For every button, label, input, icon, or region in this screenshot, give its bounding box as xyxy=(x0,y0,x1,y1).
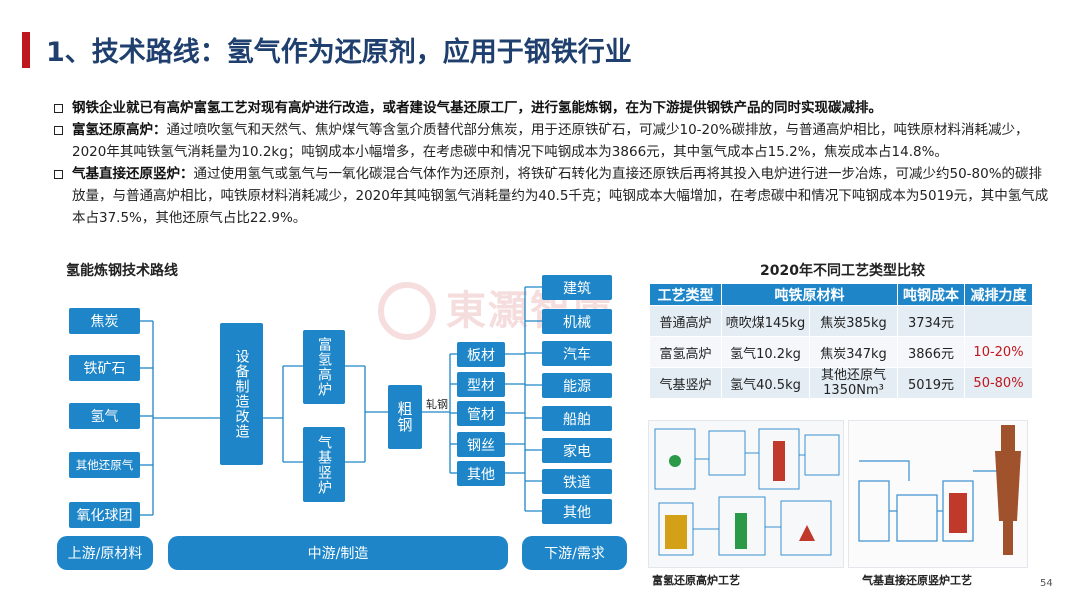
hydrogen-rich-blast-furnace-box: 富氢高炉 xyxy=(303,330,345,404)
demand-appliances: 家电 xyxy=(542,438,612,463)
midstream-stage-bar: 中游/制造 xyxy=(168,536,508,570)
bullet-text: 通过喷吹氢气和天然气、焦炉煤气等含氢介质替代部分焦炭，用于还原铁矿石，可减少10… xyxy=(72,122,1029,160)
bullet-text: 通过使用氢气或氢气与一氧化碳混合气体作为还原剂，将铁矿石转化为直接还原铁后再将其… xyxy=(72,166,1049,226)
shaft-furnace-schematic-icon xyxy=(858,425,1021,555)
table-cell: 5019元 xyxy=(897,367,965,399)
product-plate: 板材 xyxy=(457,342,505,367)
raw-material-hydrogen: 氢气 xyxy=(69,403,140,429)
square-bullet-icon xyxy=(54,126,63,135)
table-header: 吨钢成本 xyxy=(897,283,965,306)
table-cell: 焦炭385kg xyxy=(809,305,898,337)
gas-based-shaft-furnace-process-image xyxy=(848,420,1028,568)
table-row: 普通高炉 喷吹煤145kg 焦炭385kg 3734元 xyxy=(649,305,1033,337)
process-schematic-icon xyxy=(654,428,840,556)
raw-material-coke: 焦炭 xyxy=(69,308,140,334)
product-other: 其他 xyxy=(457,461,505,486)
table-cell: 喷吹煤145kg xyxy=(721,305,810,337)
table-cell: 3734元 xyxy=(897,305,965,337)
table-cell: 氢气40.5kg xyxy=(721,367,810,399)
demand-railway: 铁道 xyxy=(542,469,612,494)
product-section: 型材 xyxy=(457,372,505,397)
raw-material-iron-ore: 铁矿石 xyxy=(69,355,140,381)
demand-energy: 能源 xyxy=(542,373,612,398)
demand-automobile: 汽车 xyxy=(542,341,612,366)
table-cell: 富氢高炉 xyxy=(649,336,722,368)
table-cell: 焦炭347kg xyxy=(809,336,898,368)
square-bullet-icon xyxy=(54,104,63,113)
table-cell: 50-80% xyxy=(964,367,1033,399)
table-header: 吨铁原材料 xyxy=(721,283,898,306)
watermark-logo-icon xyxy=(378,282,436,340)
product-wire: 钢丝 xyxy=(457,432,505,457)
table-cell: 3866元 xyxy=(897,336,965,368)
square-bullet-icon xyxy=(54,170,63,179)
demand-shipbuilding: 船舶 xyxy=(542,406,612,431)
bullet-item: 钢铁企业就已有高炉富氢工艺对现有高炉进行改造，或者建设气基还原工厂，进行氢能炼钢… xyxy=(54,97,1054,119)
equipment-manufacturing-box: 设备制造改造 xyxy=(220,323,263,465)
table-cell: 其他还原气1350Nm³ xyxy=(809,367,898,399)
bullet-item: 富氢还原高炉：通过喷吹氢气和天然气、焦炉煤气等含氢介质替代部分焦炭，用于还原铁矿… xyxy=(54,119,1054,163)
hydrogen-rich-blast-furnace-process-image xyxy=(648,420,844,568)
table-cell xyxy=(964,305,1033,337)
raw-material-other-reducing-gas: 其他还原气 xyxy=(69,452,140,478)
table-header: 减排力度 xyxy=(964,283,1033,306)
process-comparison-table: 工艺类型 吨铁原材料 吨钢成本 减排力度 普通高炉 喷吹煤145kg 焦炭385… xyxy=(649,283,1033,399)
gas-based-shaft-furnace-box: 气基竖炉 xyxy=(303,427,345,502)
page-number: 54 xyxy=(1040,578,1053,589)
image-caption-shaft-furnace: 气基直接还原竖炉工艺 xyxy=(862,574,972,587)
diagram-title: 氢能炼钢技术路线 xyxy=(66,263,178,279)
table-cell: 氢气10.2kg xyxy=(721,336,810,368)
bullet-item: 气基直接还原竖炉：通过使用氢气或氢气与一氧化碳混合气体作为还原剂，将铁矿石转化为… xyxy=(54,163,1054,229)
crude-steel-box: 粗钢 xyxy=(388,385,422,449)
demand-machinery: 机械 xyxy=(542,309,612,334)
rolling-label: 轧钢 xyxy=(426,398,448,411)
table-cell: 10-20% xyxy=(964,336,1033,368)
table-row: 富氢高炉 氢气10.2kg 焦炭347kg 3866元 10-20% xyxy=(649,336,1033,368)
demand-other: 其他 xyxy=(542,499,612,524)
upstream-stage-bar: 上游/原材料 xyxy=(57,536,153,570)
page-title: 1、技术路线：氢气作为还原剂，应用于钢铁行业 xyxy=(46,37,632,68)
bullet-bold-label: 富氢还原高炉： xyxy=(72,122,167,138)
image-caption-blast-furnace: 富氢还原高炉工艺 xyxy=(652,574,740,587)
table-title: 2020年不同工艺类型比较 xyxy=(760,263,925,279)
downstream-stage-bar: 下游/需求 xyxy=(522,536,627,570)
bullet-text: 钢铁企业就已有高炉富氢工艺对现有高炉进行改造，或者建设气基还原工厂，进行氢能炼钢… xyxy=(72,100,882,116)
product-pipe: 管材 xyxy=(457,401,505,426)
table-cell: 普通高炉 xyxy=(649,305,722,337)
table-row: 气基竖炉 氢气40.5kg 其他还原气1350Nm³ 5019元 50-80% xyxy=(649,367,1033,399)
raw-material-pellets: 氧化球团 xyxy=(69,502,140,528)
bullet-list: 钢铁企业就已有高炉富氢工艺对现有高炉进行改造，或者建设气基还原工厂，进行氢能炼钢… xyxy=(54,97,1054,229)
table-header: 工艺类型 xyxy=(649,283,722,306)
demand-construction: 建筑 xyxy=(542,275,612,300)
table-cell: 气基竖炉 xyxy=(649,367,722,399)
bullet-bold-label: 气基直接还原竖炉： xyxy=(72,166,194,182)
title-accent-bar xyxy=(22,32,30,68)
